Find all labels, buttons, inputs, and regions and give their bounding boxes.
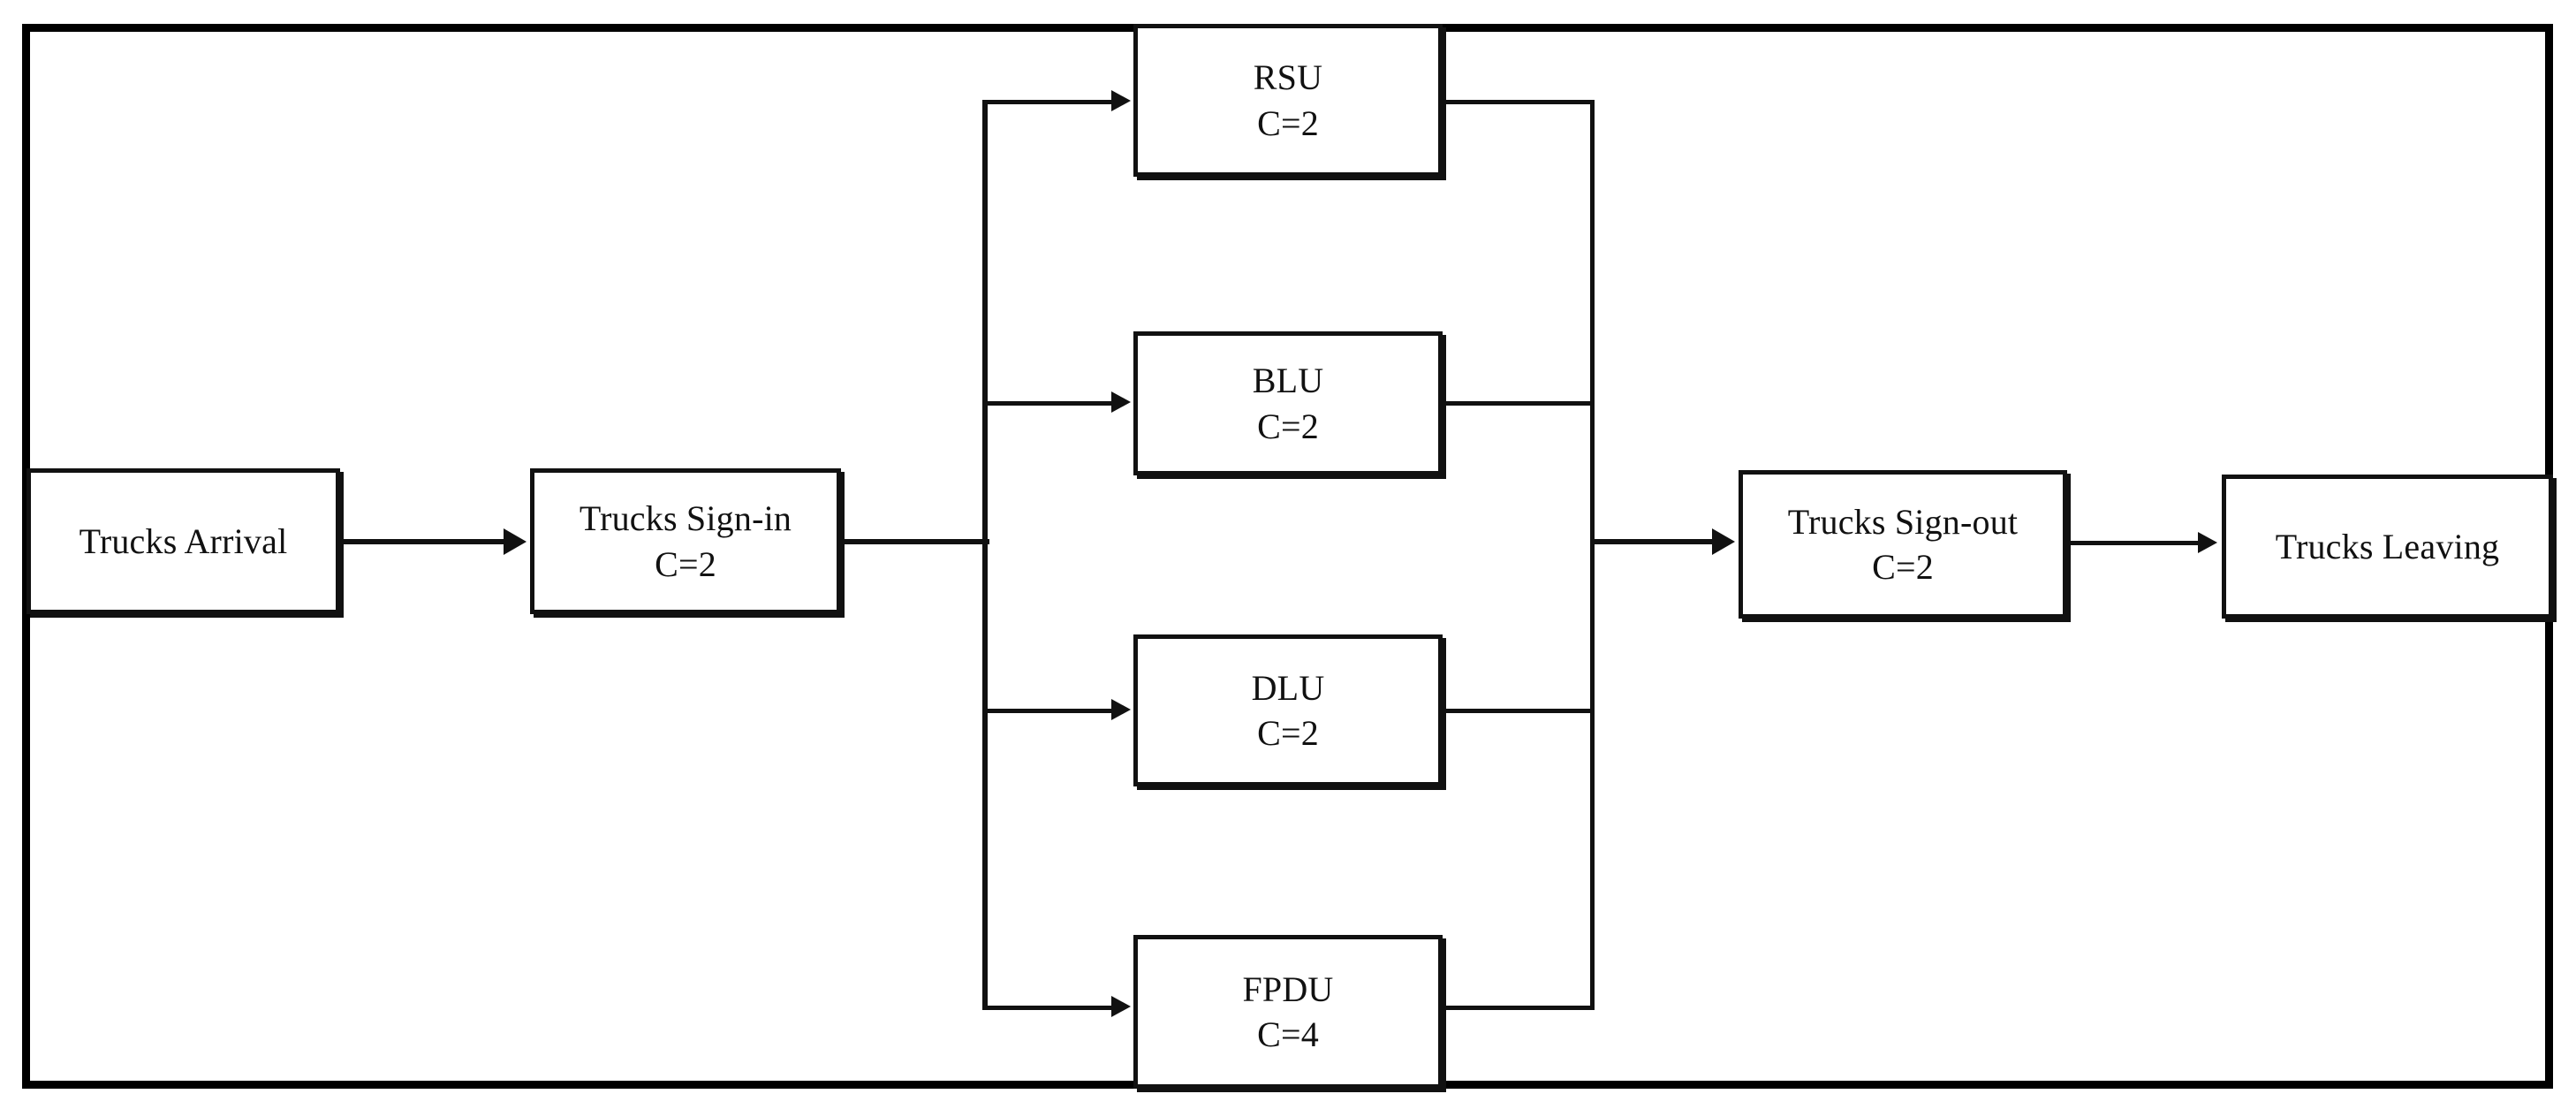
node-rsu-label: RSU	[1253, 57, 1323, 98]
edge-arrival-to-signin-arrowhead	[504, 528, 527, 555]
edge-split-to-fpdu-arrowhead	[1111, 996, 1131, 1017]
edge-split-to-fpdu-line	[982, 1006, 1115, 1010]
node-rsu[interactable]: RSU C=2	[1133, 24, 1443, 177]
node-fpdu[interactable]: FPDU C=4	[1133, 935, 1443, 1089]
node-trucks-sign-in[interactable]: Trucks Sign-in C=2	[530, 468, 841, 614]
node-trucks-sign-in-label: Trucks Sign-in	[579, 498, 792, 539]
diagram-outer-frame	[22, 24, 2553, 1089]
edge-merge-to-signout-line	[1590, 539, 1714, 544]
node-trucks-arrival[interactable]: Trucks Arrival	[27, 468, 340, 614]
node-blu[interactable]: BLU C=2	[1133, 331, 1443, 475]
edge-signout-to-leaving-arrowhead	[2198, 532, 2217, 553]
merge-bus-vertical	[1590, 100, 1595, 1010]
node-fpdu-capacity: C=4	[1257, 1014, 1319, 1054]
node-rsu-capacity: C=2	[1257, 103, 1319, 143]
edge-rsu-to-merge-line	[1443, 100, 1595, 104]
edge-signin-to-split-line	[841, 539, 989, 544]
node-dlu-capacity: C=2	[1257, 713, 1319, 753]
edge-split-to-rsu-line	[982, 100, 1115, 104]
edge-signout-to-leaving-line	[2067, 541, 2200, 545]
node-fpdu-label: FPDU	[1242, 968, 1334, 1009]
split-bus-vertical	[982, 100, 988, 1010]
edge-split-to-rsu-arrowhead	[1111, 90, 1131, 111]
node-trucks-sign-in-capacity: C=2	[655, 543, 716, 584]
node-trucks-sign-out-label: Trucks Sign-out	[1787, 501, 2019, 542]
node-blu-label: BLU	[1252, 361, 1324, 401]
edge-split-to-blu-arrowhead	[1111, 391, 1131, 413]
node-trucks-sign-out-capacity: C=2	[1872, 547, 1934, 587]
edge-merge-to-signout-arrowhead	[1712, 528, 1735, 555]
node-blu-capacity: C=2	[1257, 406, 1319, 446]
node-trucks-leaving[interactable]: Trucks Leaving	[2222, 475, 2553, 619]
node-dlu-label: DLU	[1251, 667, 1325, 708]
node-trucks-sign-out[interactable]: Trucks Sign-out C=2	[1739, 470, 2067, 619]
node-trucks-leaving-label: Trucks Leaving	[2275, 526, 2500, 566]
edge-fpdu-to-merge-line	[1443, 1006, 1595, 1010]
node-trucks-arrival-label: Trucks Arrival	[79, 520, 288, 561]
edge-blu-to-merge-line	[1443, 401, 1595, 406]
edge-dlu-to-merge-line	[1443, 709, 1595, 713]
edge-arrival-to-signin-line	[340, 539, 504, 544]
edge-split-to-dlu-arrowhead	[1111, 699, 1131, 720]
edge-split-to-blu-line	[982, 401, 1115, 406]
edge-split-to-dlu-line	[982, 709, 1115, 713]
node-dlu[interactable]: DLU C=2	[1133, 634, 1443, 786]
